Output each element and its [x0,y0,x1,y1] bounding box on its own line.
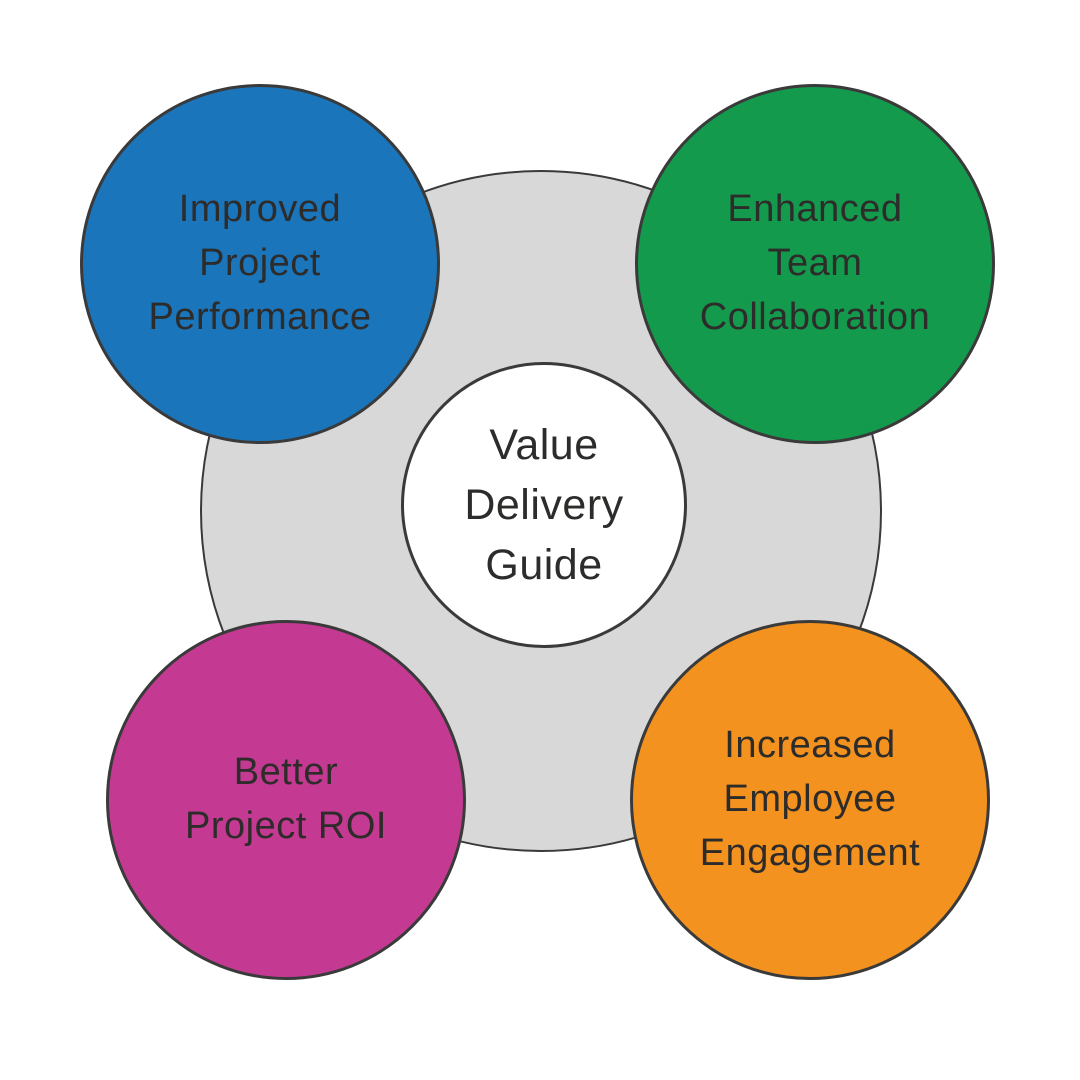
node-label-improved-project-performance: Improved Project Performance [148,188,372,338]
node-label-better-project-roi: Better Project ROI [185,751,387,847]
node-enhanced-team-collaboration: Enhanced Team Collaboration [635,84,995,444]
node-increased-employee-engagement: Increased Employee Engagement [630,620,990,980]
center-circle: Value Delivery Guide [401,362,687,648]
node-improved-project-performance: Improved Project Performance [80,84,440,444]
center-label: Value Delivery Guide [464,420,624,590]
node-label-enhanced-team-collaboration: Enhanced Team Collaboration [699,188,931,338]
node-better-project-roi: Better Project ROI [106,620,466,980]
node-label-increased-employee-engagement: Increased Employee Engagement [699,724,921,874]
